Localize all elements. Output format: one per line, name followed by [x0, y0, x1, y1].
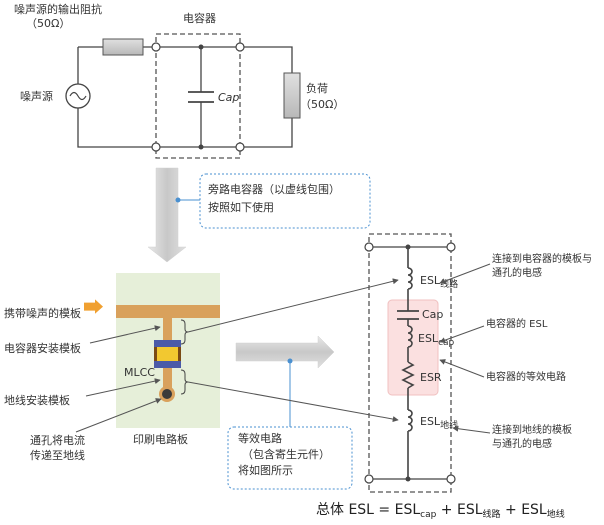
mlcc-label: MLCC	[124, 366, 155, 379]
mlcc-dielectric	[157, 347, 178, 361]
equivalent-chain	[401, 247, 415, 479]
esl-line-label: ESL线路	[420, 274, 458, 290]
capacitor-dashed-box	[155, 33, 241, 159]
capacitor-group-label: 电容器	[183, 11, 216, 25]
via-label-2: 传递至地线	[30, 448, 85, 462]
terminal	[364, 242, 374, 252]
annot-top-1: 连接到电容器的模板与	[492, 252, 592, 265]
ground-pad-trace	[163, 368, 172, 392]
load-value: （50Ω）	[300, 98, 344, 111]
top-wires	[77, 46, 293, 148]
equivalent-note-line2: （包含寄生元件）	[242, 447, 330, 461]
capacitor-pad-trace	[163, 318, 172, 340]
source-impedance-resistor	[102, 38, 144, 56]
mlcc-electrode	[154, 340, 181, 347]
esr-label: ESR	[420, 371, 442, 384]
bypass-note-line2: 按照如下使用	[208, 200, 274, 214]
leader-cap-pad	[89, 325, 161, 344]
load-resistor	[283, 72, 301, 119]
leader-trace-to-esl-line	[187, 278, 399, 333]
leader-dot	[175, 197, 181, 203]
esl-ground-label: ESL地线	[420, 415, 458, 431]
terminal	[235, 42, 245, 52]
terminal	[151, 42, 161, 52]
terminal	[446, 242, 456, 252]
ac-wave-icon	[69, 91, 87, 101]
equivalent-dashed-box	[368, 233, 452, 493]
leader-annot-top	[439, 263, 491, 284]
annot-bottom-2: 与通孔的电感	[492, 437, 552, 450]
cap-label-eq: Cap	[422, 308, 443, 321]
equivalent-note-line1: 等效电路	[238, 431, 282, 445]
annot-cap-equiv: 电容器的等效电路	[486, 370, 566, 383]
orange-arrow-icon	[84, 299, 103, 314]
top-circuit: 噪声源的输出阻抗 （50Ω） 电容器 噪声源 负荷 （50Ω） Cap	[14, 2, 344, 159]
junction	[198, 44, 204, 50]
mlcc-electrode	[154, 361, 181, 368]
leader-ground-pad	[85, 378, 161, 397]
right-arrow	[235, 335, 335, 369]
noise-pattern	[116, 305, 220, 318]
terminal	[151, 142, 161, 152]
pcb-illustration: MLCC 印刷电路板	[116, 273, 220, 446]
leader-annot-bottom	[452, 425, 491, 434]
terminal	[364, 474, 374, 484]
annot-top-2: 通孔的电感	[492, 266, 542, 279]
load-label: 负荷	[306, 81, 328, 95]
via-hole	[162, 389, 172, 399]
noise-source-label: 噪声源	[20, 89, 53, 103]
bypass-note-box	[199, 173, 371, 229]
equivalent-note-line3: 将如图所示	[238, 463, 293, 477]
leader-annot-cap-esl	[439, 325, 485, 344]
leader-via	[75, 398, 162, 433]
bypass-note-line1: 旁路电容器（以虚线包围）	[208, 182, 340, 196]
leader-trace-to-esl-ground	[187, 381, 399, 423]
down-arrow	[147, 167, 187, 263]
cap-pad-label: 电容器安装模板	[4, 341, 81, 355]
equivalent-circuit: ESL线路 Cap ESLcap ESR ESL地线	[364, 233, 458, 493]
leader-dot	[287, 358, 293, 364]
via-label-1: 通孔将电流	[30, 433, 85, 447]
leader-annot-cap-equiv	[439, 359, 485, 378]
total-esl-formula: 总体 ESL = ESLcap + ESL线路 + ESL地线	[316, 502, 565, 520]
cap-label: Cap	[218, 91, 239, 104]
ground-pad-label: 地线安装模板	[4, 393, 70, 407]
capacitor-equivalent-highlight	[387, 299, 439, 396]
annot-bottom-1: 连接到地线的模板	[492, 423, 572, 436]
source-impedance-value: （50Ω）	[26, 17, 70, 30]
pcb-label: 印刷电路板	[133, 432, 188, 446]
source-impedance-label: 噪声源的输出阻抗	[14, 2, 102, 16]
esl-cap-label: ESLcap	[418, 332, 455, 348]
annot-cap-esl: 电容器的 ESL	[486, 317, 548, 330]
junction	[198, 144, 204, 150]
terminal	[446, 474, 456, 484]
terminal	[235, 142, 245, 152]
noise-pattern-label: 携带噪声的模板	[4, 306, 81, 320]
